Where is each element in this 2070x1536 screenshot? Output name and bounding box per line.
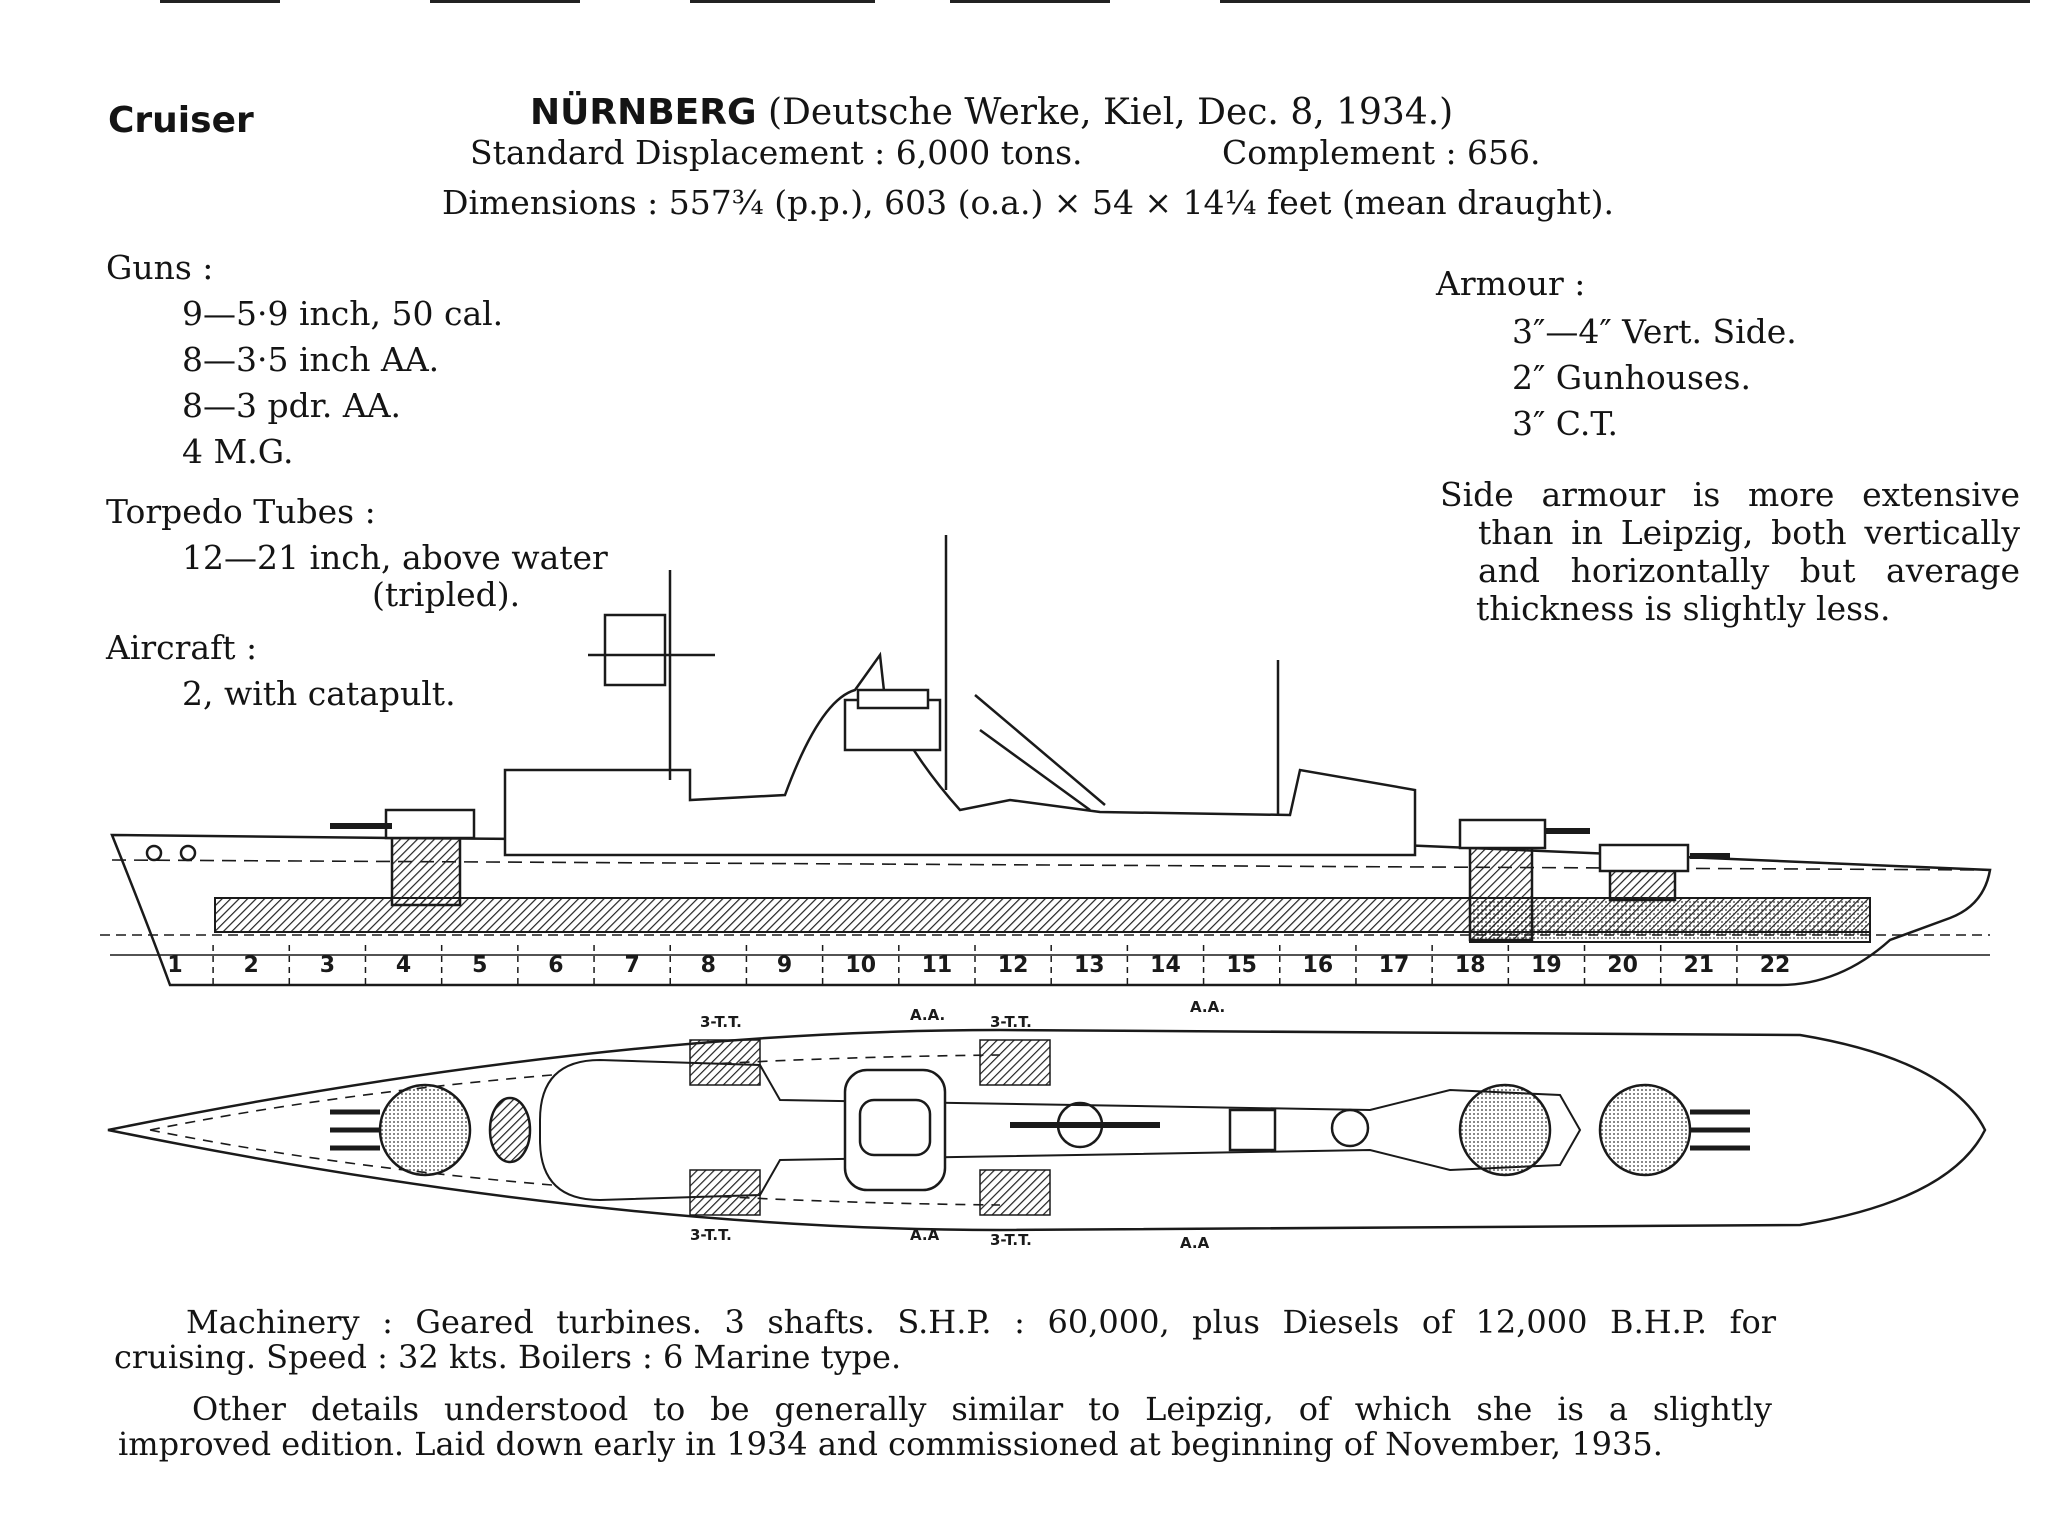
top-rule [950,0,1110,3]
tt-label: 3-T.T. [990,1231,1032,1249]
armour-note-line: and horizontally but average [1478,551,2020,590]
details-line: improved edition. Laid down early in 193… [118,1425,1663,1463]
guns-item: 9—5·9 inch, 50 cal. [182,294,504,333]
dimensions: Dimensions : 557¾ (p.p.), 603 (o.a.) × 5… [442,183,1614,222]
section-number: 2 [244,953,259,978]
complement: Complement : 656. [1222,133,1541,172]
torpedo-heading: Torpedo Tubes : [106,492,376,531]
section-number: 12 [998,953,1029,978]
guns-heading: Guns : [106,248,214,287]
builder-note: (Deutsche Werke, Kiel, Dec. 8, 1934.) [767,92,1454,133]
fore-director [603,613,667,687]
profile-view [100,535,1992,987]
tt-mount-top-right [979,1039,1051,1086]
top-rule [160,0,280,3]
section-number: 5 [472,953,487,978]
section-number: 20 [1607,953,1638,978]
torpedo-line: (tripled). [372,575,521,614]
section-number: 6 [548,953,563,978]
tt-mount-bottom-right [979,1169,1051,1216]
armour-heading: Armour : [1436,264,1586,303]
aa-label: A.A [1180,1234,1210,1252]
aircraft-heading: Aircraft : [106,628,258,667]
section-number: 3 [320,953,335,978]
armour-note-line: Side armour is more extensive [1440,475,2020,514]
armour-note-line: than in Leipzig, both vertically [1478,513,2020,552]
tt-label: 3-T.T. [990,1013,1032,1031]
section-number: 13 [1074,953,1105,978]
plan-turret-b [1458,1083,1552,1177]
section-number: 18 [1455,953,1486,978]
plan-labels: 3-T.T. 3-T.T. 3-T.T. 3-T.T. A.A. A.A. A.… [690,998,1225,1252]
top-rule [430,0,580,3]
armour-item: 3″—4″ Vert. Side. [1512,312,1797,351]
machinery-line: Machinery : Geared turbines. 3 shafts. S… [186,1303,1776,1341]
tt-label: 3-T.T. [690,1226,732,1244]
aa-label: A.A. [1190,998,1225,1016]
details-line: Other details understood to be generally… [192,1390,1772,1428]
section-number: 19 [1531,953,1562,978]
plan-view [107,1028,1987,1232]
section-number: 17 [1379,953,1410,978]
section-number: 22 [1760,953,1791,978]
section-number: 10 [845,953,876,978]
aa-label: A.A. [910,1006,945,1024]
armour-item: 3″ C.T. [1512,404,1619,443]
category-label: Cruiser [108,100,254,141]
tt-label: 3-T.T. [700,1013,742,1031]
ship-name: NÜRNBERG [530,92,757,133]
displacement: Standard Displacement : 6,000 tons. [470,133,1083,172]
aa-label: A.A [910,1226,940,1244]
top-rule [1220,0,2030,3]
plan-turret-c [1598,1083,1692,1177]
section-number: 8 [701,953,716,978]
aircraft-line: 2, with catapult. [182,674,456,713]
section-number: 11 [922,953,953,978]
tt-mount-top-left [689,1039,761,1086]
guns-item: 8—3·5 inch AA. [182,340,440,379]
section-number: 4 [396,953,411,978]
ship-title: NÜRNBERG (Deutsche Werke, Kiel, Dec. 8, … [530,92,1453,133]
torpedo-line: 12—21 inch, above water [182,538,608,577]
guns-item: 4 M.G. [182,432,294,471]
section-number: 1 [167,953,182,978]
armour-item: 2″ Gunhouses. [1512,358,1751,397]
guns-item: 8—3 pdr. AA. [182,386,402,425]
section-number: 9 [777,953,792,978]
section-number: 16 [1303,953,1334,978]
plan-turret-a [378,1083,472,1177]
section-number: 7 [624,953,639,978]
section-number: 21 [1683,953,1714,978]
machinery-line: cruising. Speed : 32 kts. Boilers : 6 Ma… [114,1338,902,1376]
section-number: 14 [1150,953,1181,978]
section-number: 15 [1226,953,1257,978]
armour-note-line: thickness is slightly less. [1476,589,1891,628]
tt-mount-bottom-left [689,1169,761,1216]
top-rule [690,0,875,3]
